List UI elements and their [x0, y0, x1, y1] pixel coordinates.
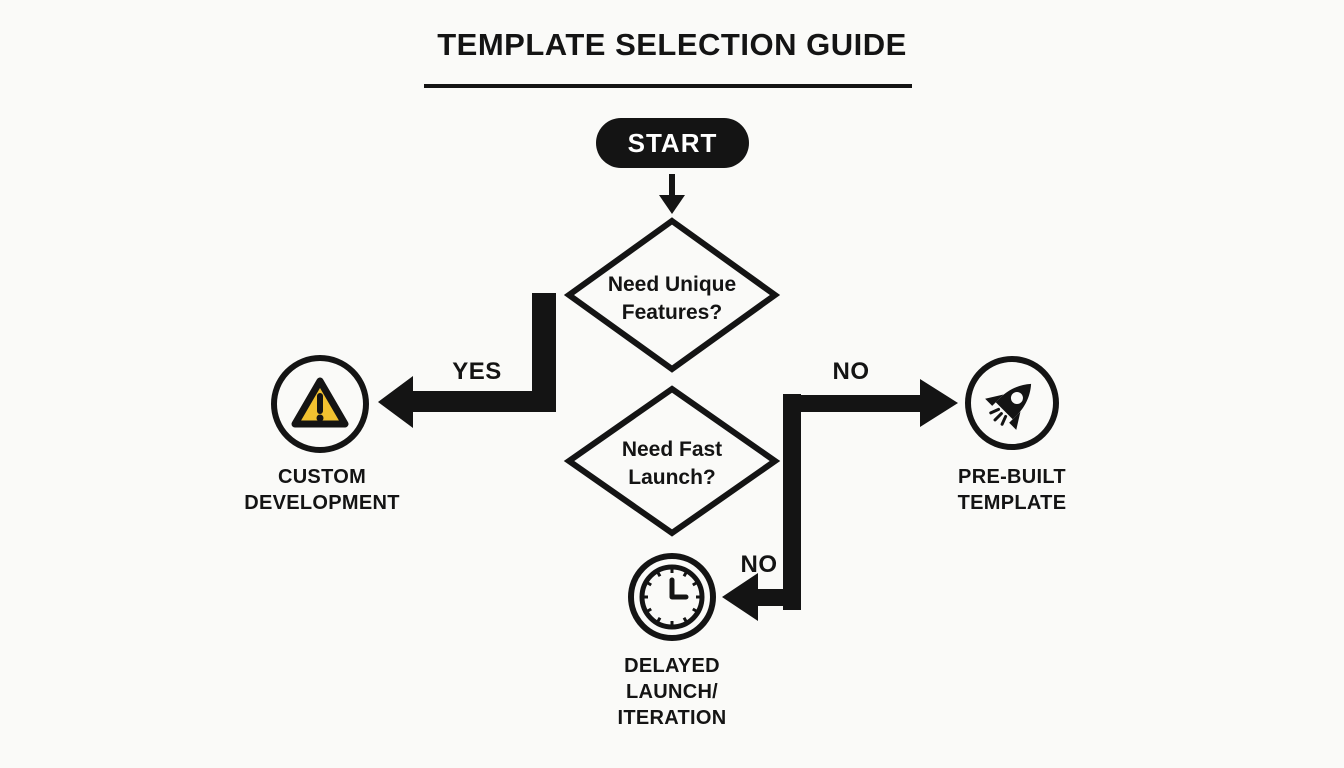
rocket-icon	[965, 356, 1059, 450]
caption-delayed-launch: DELAYED LAUNCH/ ITERATION	[617, 655, 727, 729]
edge-label-yes: YES	[452, 358, 502, 385]
page-title: TEMPLATE SELECTION GUIDE	[437, 27, 907, 62]
warning-triangle-icon	[271, 355, 369, 453]
elbow-arrow-yes	[378, 293, 556, 428]
edge-label-no-prebuilt: NO	[832, 358, 870, 385]
decision-diamond-fast	[563, 385, 781, 537]
start-to-decision-arrow	[659, 174, 685, 214]
edge-label-no-delayed: NO	[740, 551, 778, 578]
decision-diamond-unique	[563, 217, 781, 373]
decision-unique-label: Need Unique Features?	[607, 273, 737, 324]
start-node: START	[596, 118, 749, 168]
caption-prebuilt-template: PRE-BUILT TEMPLATE	[957, 466, 1067, 514]
elbow-arrow-no-prebuilt	[783, 379, 958, 610]
start-node-label: START	[627, 127, 718, 158]
decision-fast-label: Need Fast Launch?	[621, 438, 723, 489]
clock-icon	[628, 553, 716, 641]
title-underline	[424, 84, 912, 88]
elbow-arrow-no-delayed	[722, 573, 800, 621]
caption-custom-development: CUSTOM DEVELOPMENT	[244, 466, 400, 514]
